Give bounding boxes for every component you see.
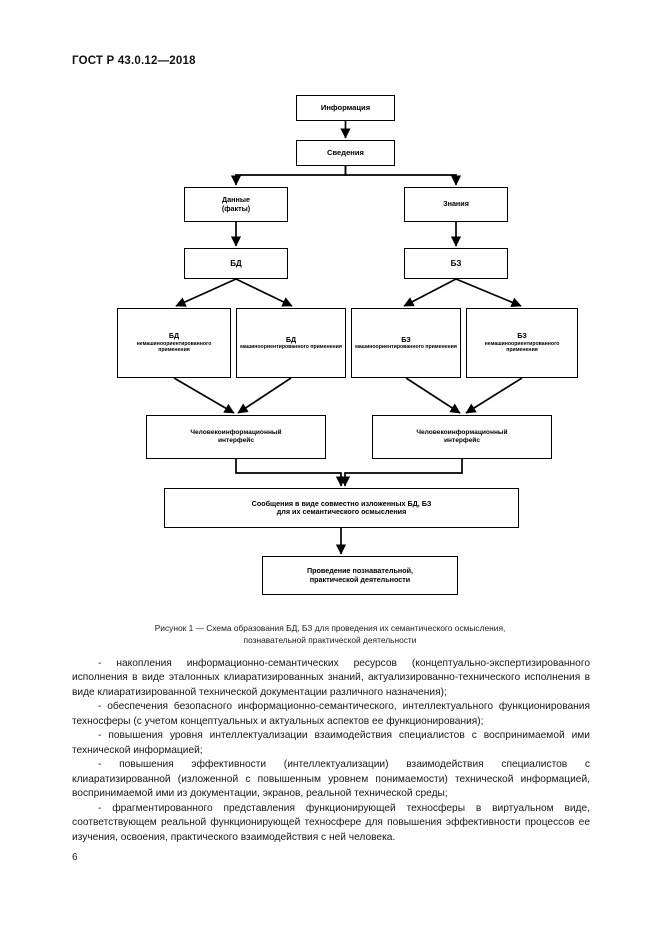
node-knowledge-label: Знания [443,199,469,209]
node-db-label: БД [230,258,242,268]
body-paragraph: - повышения эффективности (интеллектуали… [72,759,590,800]
node-kb-nonmachine-title: БЗ [517,331,527,341]
node-data-facts-line1: Данные [222,195,250,205]
node-kb-machine: БЗ машиноориентированного применения [351,308,461,378]
node-activity: Проведение познавательной, практической … [262,556,458,595]
node-db-nonmachine-sub: немашиноориентированного применения [136,340,212,354]
node-data-record-label: Сведения [326,147,364,157]
node-activity-line2: практической деятельности [309,574,411,584]
node-data-facts-line2: (факты) [221,203,251,213]
node-interface-left: Человекоинформационный интерфейс [146,415,326,459]
figure-caption-line2: познавательной практической деятельности [243,635,417,646]
body-paragraph: - накопления информационно-семантических… [72,658,590,698]
node-db-nonmachine: БД немашиноориентированного применения [117,308,231,378]
standard-header: ГОСТ Р 43.0.12—2018 [72,55,196,67]
node-interface-right-line1: Человекоинформационный [416,429,508,437]
body-text: - накопления информационно-семантических… [72,657,590,845]
node-kb-label: БЗ [450,258,462,268]
node-messages-line1: Сообщения в виде совместно изложенных БД… [251,498,432,508]
node-messages-line2: для их семантического осмысления [276,507,407,516]
body-paragraph: - повышения уровня интеллектуализации вз… [72,730,590,756]
node-data-record: Сведения [296,140,395,166]
node-db-machine: БД машиноориентированного применения [236,308,346,378]
node-db-nonmachine-title: БД [168,331,180,341]
node-kb: БЗ [404,248,508,279]
node-db: БД [184,248,288,279]
node-interface-right-line2: интерфейс [443,437,480,444]
node-interface-left-line2: интерфейс [217,437,254,444]
node-knowledge: Знания [404,187,508,222]
node-kb-machine-title: БЗ [401,334,411,344]
figure-1-flowchart: Информация Сведения Данные (факты) Знани… [0,95,661,615]
node-db-machine-title: БД [285,334,297,344]
node-information-label: Информация [320,102,371,112]
node-kb-nonmachine: БЗ немашиноориентированного применения [466,308,578,378]
node-interface-left-line1: Человекоинформационный [190,429,282,437]
page-number: 6 [72,852,78,863]
body-paragraph: - фрагментированного представления функц… [72,802,590,843]
node-messages: Сообщения в виде совместно изложенных БД… [164,488,519,528]
node-data-facts: Данные (факты) [184,187,288,222]
node-interface-right: Человекоинформационный интерфейс [372,415,552,459]
node-kb-nonmachine-sub: немашиноориентированного применения [484,340,560,354]
node-db-machine-sub: машиноориентированного применения [240,343,342,350]
node-information: Информация [296,95,395,121]
body-paragraph: - обеспечения безопасного информационно-… [72,701,590,727]
node-kb-machine-sub: машиноориентированного применения [355,343,457,350]
figure-caption: Рисунок 1 — Схема образования БД, БЗ для… [80,622,580,646]
node-activity-line1: Проведение познавательной, [306,566,414,576]
figure-caption-line1: Рисунок 1 — Схема образования БД, БЗ для… [154,623,506,633]
